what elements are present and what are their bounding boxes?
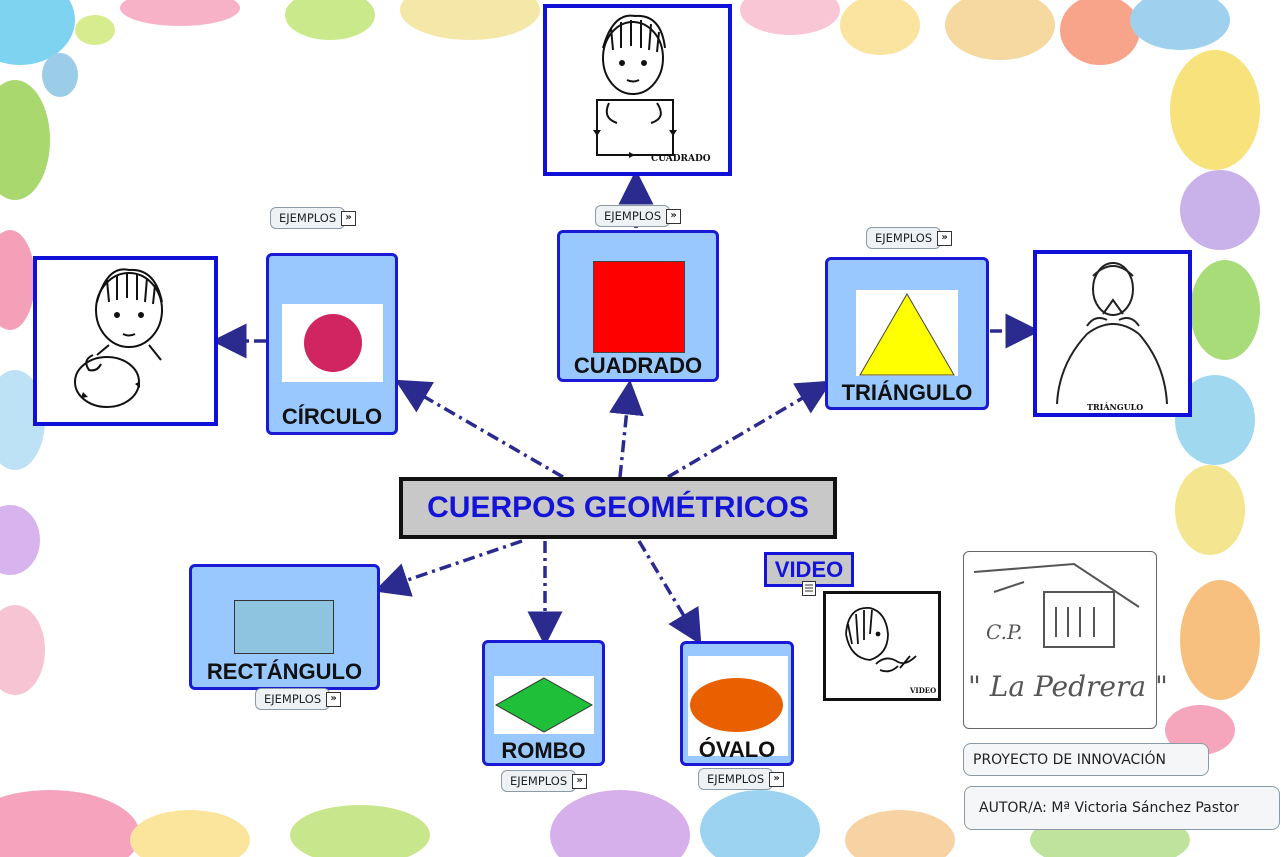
ejemplos-label: EJEMPLOS	[707, 772, 765, 786]
circle-shape	[304, 314, 362, 372]
rectangle-shape	[234, 600, 334, 654]
ejemplos-button-triangulo[interactable]: EJEMPLOS »	[866, 227, 953, 249]
school-logo-line1: C.P.	[986, 620, 1023, 644]
project-text: PROYECTO DE INNOVACIÓN	[973, 752, 1166, 768]
ejemplos-button-rombo[interactable]: EJEMPLOS »	[501, 770, 588, 792]
double-chevron-right-icon: »	[341, 211, 357, 226]
video-concept[interactable]: VIDEO	[764, 552, 854, 587]
link-rectangulo	[374, 539, 523, 597]
concept-label-triangulo: TRIÁNGULO	[841, 380, 973, 405]
concept-label-ovalo: ÓVALO	[698, 737, 776, 762]
concept-circulo[interactable]: CÍRCULO	[266, 253, 398, 435]
double-chevron-right-icon: »	[666, 209, 682, 224]
triangle-shape	[859, 293, 955, 376]
main-concept[interactable]: CUERPOS GEOMÉTRICOS	[399, 477, 837, 539]
sign-image-cuadrado[interactable]: CUADRADO	[543, 4, 732, 176]
double-chevron-right-icon: »	[937, 231, 953, 246]
document-icon[interactable]	[802, 581, 816, 596]
link-ovalo	[637, 540, 702, 646]
sign-image-triangulo[interactable]: TRIÁNGULO	[1033, 250, 1192, 417]
concept-cuadrado[interactable]: CUADRADO	[557, 230, 719, 382]
rhombus-shape	[494, 677, 594, 733]
school-logo: C.P. " La Pedrera "	[963, 551, 1168, 729]
ejemplos-label: EJEMPLOS	[264, 692, 322, 706]
link-cuadrado	[609, 379, 644, 478]
school-building-icon	[973, 562, 1140, 648]
ejemplos-label: EJEMPLOS	[604, 209, 662, 223]
ejemplos-label: EJEMPLOS	[875, 231, 933, 245]
concept-ovalo[interactable]: ÓVALO	[680, 641, 794, 766]
school-logo-line2: " La Pedrera "	[968, 670, 1168, 703]
person-sign-triangle-icon	[1056, 262, 1168, 405]
concept-label-circulo: CÍRCULO	[281, 404, 383, 429]
child-sign-square-icon	[593, 14, 677, 158]
link-triangulo	[667, 380, 833, 479]
double-chevron-right-icon: »	[572, 774, 588, 789]
child-video-icon	[845, 607, 917, 673]
ejemplos-button-rectangulo[interactable]: EJEMPLOS »	[255, 688, 342, 710]
oval-shape	[690, 678, 783, 732]
square-shape	[593, 261, 685, 353]
ejemplos-button-cuadrado[interactable]: EJEMPLOS »	[595, 205, 682, 227]
video-thumbnail[interactable]: VIDEO	[823, 591, 941, 701]
double-chevron-right-icon: »	[326, 692, 342, 707]
project-label[interactable]: PROYECTO DE INNOVACIÓN	[963, 743, 1209, 776]
ejemplos-button-circulo[interactable]: EJEMPLOS »	[270, 207, 357, 229]
link-circulo	[394, 379, 564, 479]
author-label[interactable]: AUTOR/A: Mª Victoria Sánchez Pastor	[964, 786, 1280, 830]
child-sign-circle-icon	[74, 268, 163, 408]
concept-rombo[interactable]: ROMBO	[482, 640, 605, 766]
sign-caption-triangulo: TRIÁNGULO	[1087, 402, 1144, 412]
sign-image-circulo[interactable]	[33, 256, 218, 426]
concept-rectangulo[interactable]: RECTÁNGULO	[189, 564, 380, 690]
concept-label-rectangulo: RECTÁNGULO	[206, 659, 363, 684]
ejemplos-label: EJEMPLOS	[510, 774, 568, 788]
ejemplos-label: EJEMPLOS	[279, 211, 337, 225]
double-chevron-right-icon: »	[769, 772, 785, 787]
author-text: AUTOR/A: Mª Victoria Sánchez Pastor	[979, 800, 1239, 816]
concept-label-cuadrado: CUADRADO	[573, 353, 703, 378]
sign-caption-cuadrado: CUADRADO	[651, 154, 711, 164]
concept-label-rombo: ROMBO	[501, 738, 586, 763]
concept-triangulo[interactable]: TRIÁNGULO	[825, 257, 989, 410]
video-caption: VIDEO	[910, 686, 937, 695]
ejemplos-button-ovalo[interactable]: EJEMPLOS »	[698, 768, 785, 790]
